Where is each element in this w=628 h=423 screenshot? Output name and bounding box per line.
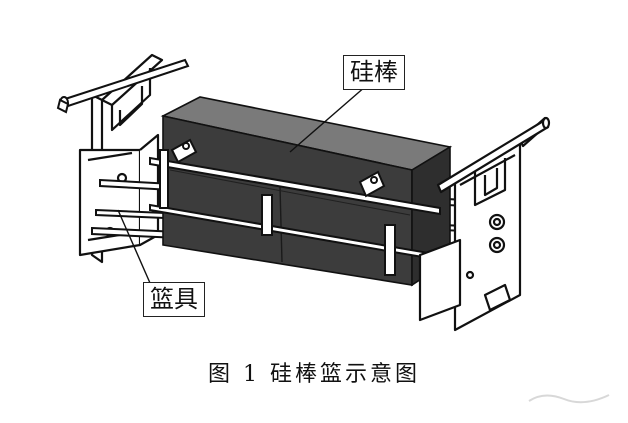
left-top-rod <box>56 58 190 114</box>
basket-callout: 篮具 <box>143 282 205 317</box>
leader-lines <box>117 85 367 284</box>
watermark-mark <box>528 394 610 404</box>
right-frame <box>418 116 551 332</box>
silicon-rod-callout: 硅棒 <box>343 55 405 90</box>
front-clamp-bars <box>149 149 441 276</box>
figure-caption: 图 1 硅棒篮示意图 <box>208 362 420 387</box>
top-clamps <box>170 138 386 198</box>
